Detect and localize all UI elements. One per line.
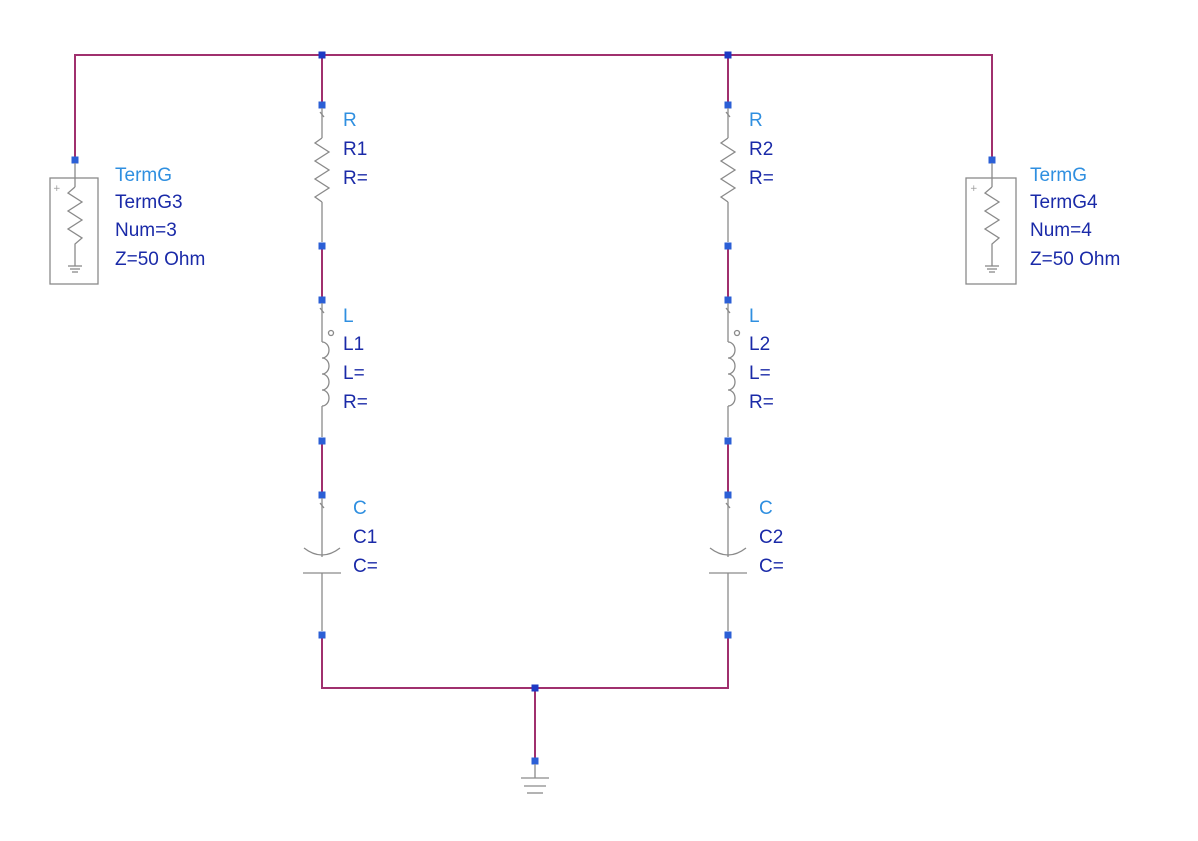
l2-param-r: R= — [749, 392, 774, 413]
svg-text:+: + — [53, 184, 61, 194]
term-g4-body — [965, 177, 1017, 285]
term-g3-type-label: TermG — [115, 165, 172, 186]
term-g4-param-num: Num=4 — [1030, 220, 1092, 241]
capacitor-c1[interactable] — [303, 491, 341, 639]
c2-pin-bottom — [724, 631, 732, 639]
capacitor-c2[interactable] — [709, 491, 747, 639]
term-g4-param-z: Z=50 Ohm — [1030, 249, 1120, 270]
c1-param-c: C= — [353, 556, 378, 577]
term-g3-labels: TermG TermG3 Num=3 Z=50 Ohm — [115, 165, 205, 270]
junction-top-right — [724, 51, 732, 59]
r1-name-label: R1 — [343, 139, 367, 160]
term-g3-param-z: Z=50 Ohm — [115, 249, 205, 270]
junctions — [318, 51, 732, 692]
c1-type-label: C — [353, 498, 367, 519]
l2-pin-top — [724, 296, 732, 304]
c2-type-label: C — [759, 498, 773, 519]
r1-pin-top — [318, 101, 326, 109]
wires — [74, 54, 993, 761]
c1-name-label: C1 — [353, 527, 377, 548]
wire-top-left[interactable] — [74, 54, 322, 160]
junction-top-left — [318, 51, 326, 59]
l1-name-label: L1 — [343, 334, 364, 355]
c2-labels: C C2 C= — [759, 498, 784, 577]
c1-curved-plate — [303, 547, 341, 556]
l2-pin-bottom — [724, 437, 732, 445]
r2-pin-top — [724, 101, 732, 109]
junction-bottom — [531, 684, 539, 692]
c2-param-c: C= — [759, 556, 784, 577]
l2-type-label: L — [749, 306, 760, 327]
r1-labels: R R1 R= — [343, 110, 368, 189]
l2-param-l: L= — [749, 363, 771, 384]
l2-name-label: L2 — [749, 334, 770, 355]
r1-param-r: R= — [343, 168, 368, 189]
l1-param-r: R= — [343, 392, 368, 413]
term-g4-name-label: TermG4 — [1030, 192, 1098, 213]
c1-pin-top — [318, 491, 326, 499]
l2-labels: L L2 L= R= — [749, 306, 774, 413]
r2-param-r: R= — [749, 168, 774, 189]
term-g3-param-num: Num=3 — [115, 220, 177, 241]
l1-param-l: L= — [343, 363, 365, 384]
r1-pin-bottom — [318, 242, 326, 250]
l1-polarity-dot — [327, 329, 335, 337]
wire-top-right[interactable] — [728, 54, 993, 160]
l1-pin-top — [318, 296, 326, 304]
inductor-l1[interactable] — [318, 296, 335, 445]
r2-pin-bottom — [724, 242, 732, 250]
wire-bottom-left[interactable] — [321, 635, 535, 689]
term-g3-name-label: TermG3 — [115, 192, 183, 213]
r1-zigzag — [313, 137, 331, 203]
r2-type-label: R — [749, 110, 763, 131]
term-g4-type-label: TermG — [1030, 165, 1087, 186]
term-g4-pin — [988, 156, 996, 164]
term-g3-pin — [71, 156, 79, 164]
c2-curved-plate — [709, 547, 747, 556]
ground-pin — [531, 757, 539, 765]
r2-zigzag — [719, 137, 737, 203]
term-g3-resistor-symbol — [66, 186, 84, 266]
c1-pin-bottom — [318, 631, 326, 639]
term-g4-labels: TermG TermG4 Num=4 Z=50 Ohm — [1030, 165, 1120, 270]
l2-polarity-dot — [733, 329, 741, 337]
term-g4-resistor-symbol — [983, 186, 1001, 266]
c1-labels: C C1 C= — [353, 498, 378, 577]
resistor-r2[interactable] — [719, 101, 737, 250]
ground[interactable] — [521, 757, 549, 794]
r1-type-label: R — [343, 110, 357, 131]
resistor-r1[interactable] — [313, 101, 331, 250]
l1-pin-bottom — [318, 437, 326, 445]
l1-type-label: L — [343, 306, 354, 327]
c2-pin-top — [724, 491, 732, 499]
l1-coil — [321, 341, 330, 407]
svg-text:+: + — [970, 184, 978, 194]
wire-bottom-right[interactable] — [535, 635, 729, 689]
term-g3[interactable]: + — [49, 156, 99, 285]
c2-name-label: C2 — [759, 527, 783, 548]
r2-name-label: R2 — [749, 139, 773, 160]
r2-labels: R R2 R= — [749, 110, 774, 189]
term-g4[interactable]: + — [965, 156, 1017, 285]
l2-coil — [727, 341, 736, 407]
inductor-l2[interactable] — [724, 296, 741, 445]
l1-labels: L L1 L= R= — [343, 306, 368, 413]
term-g3-body — [49, 177, 99, 285]
